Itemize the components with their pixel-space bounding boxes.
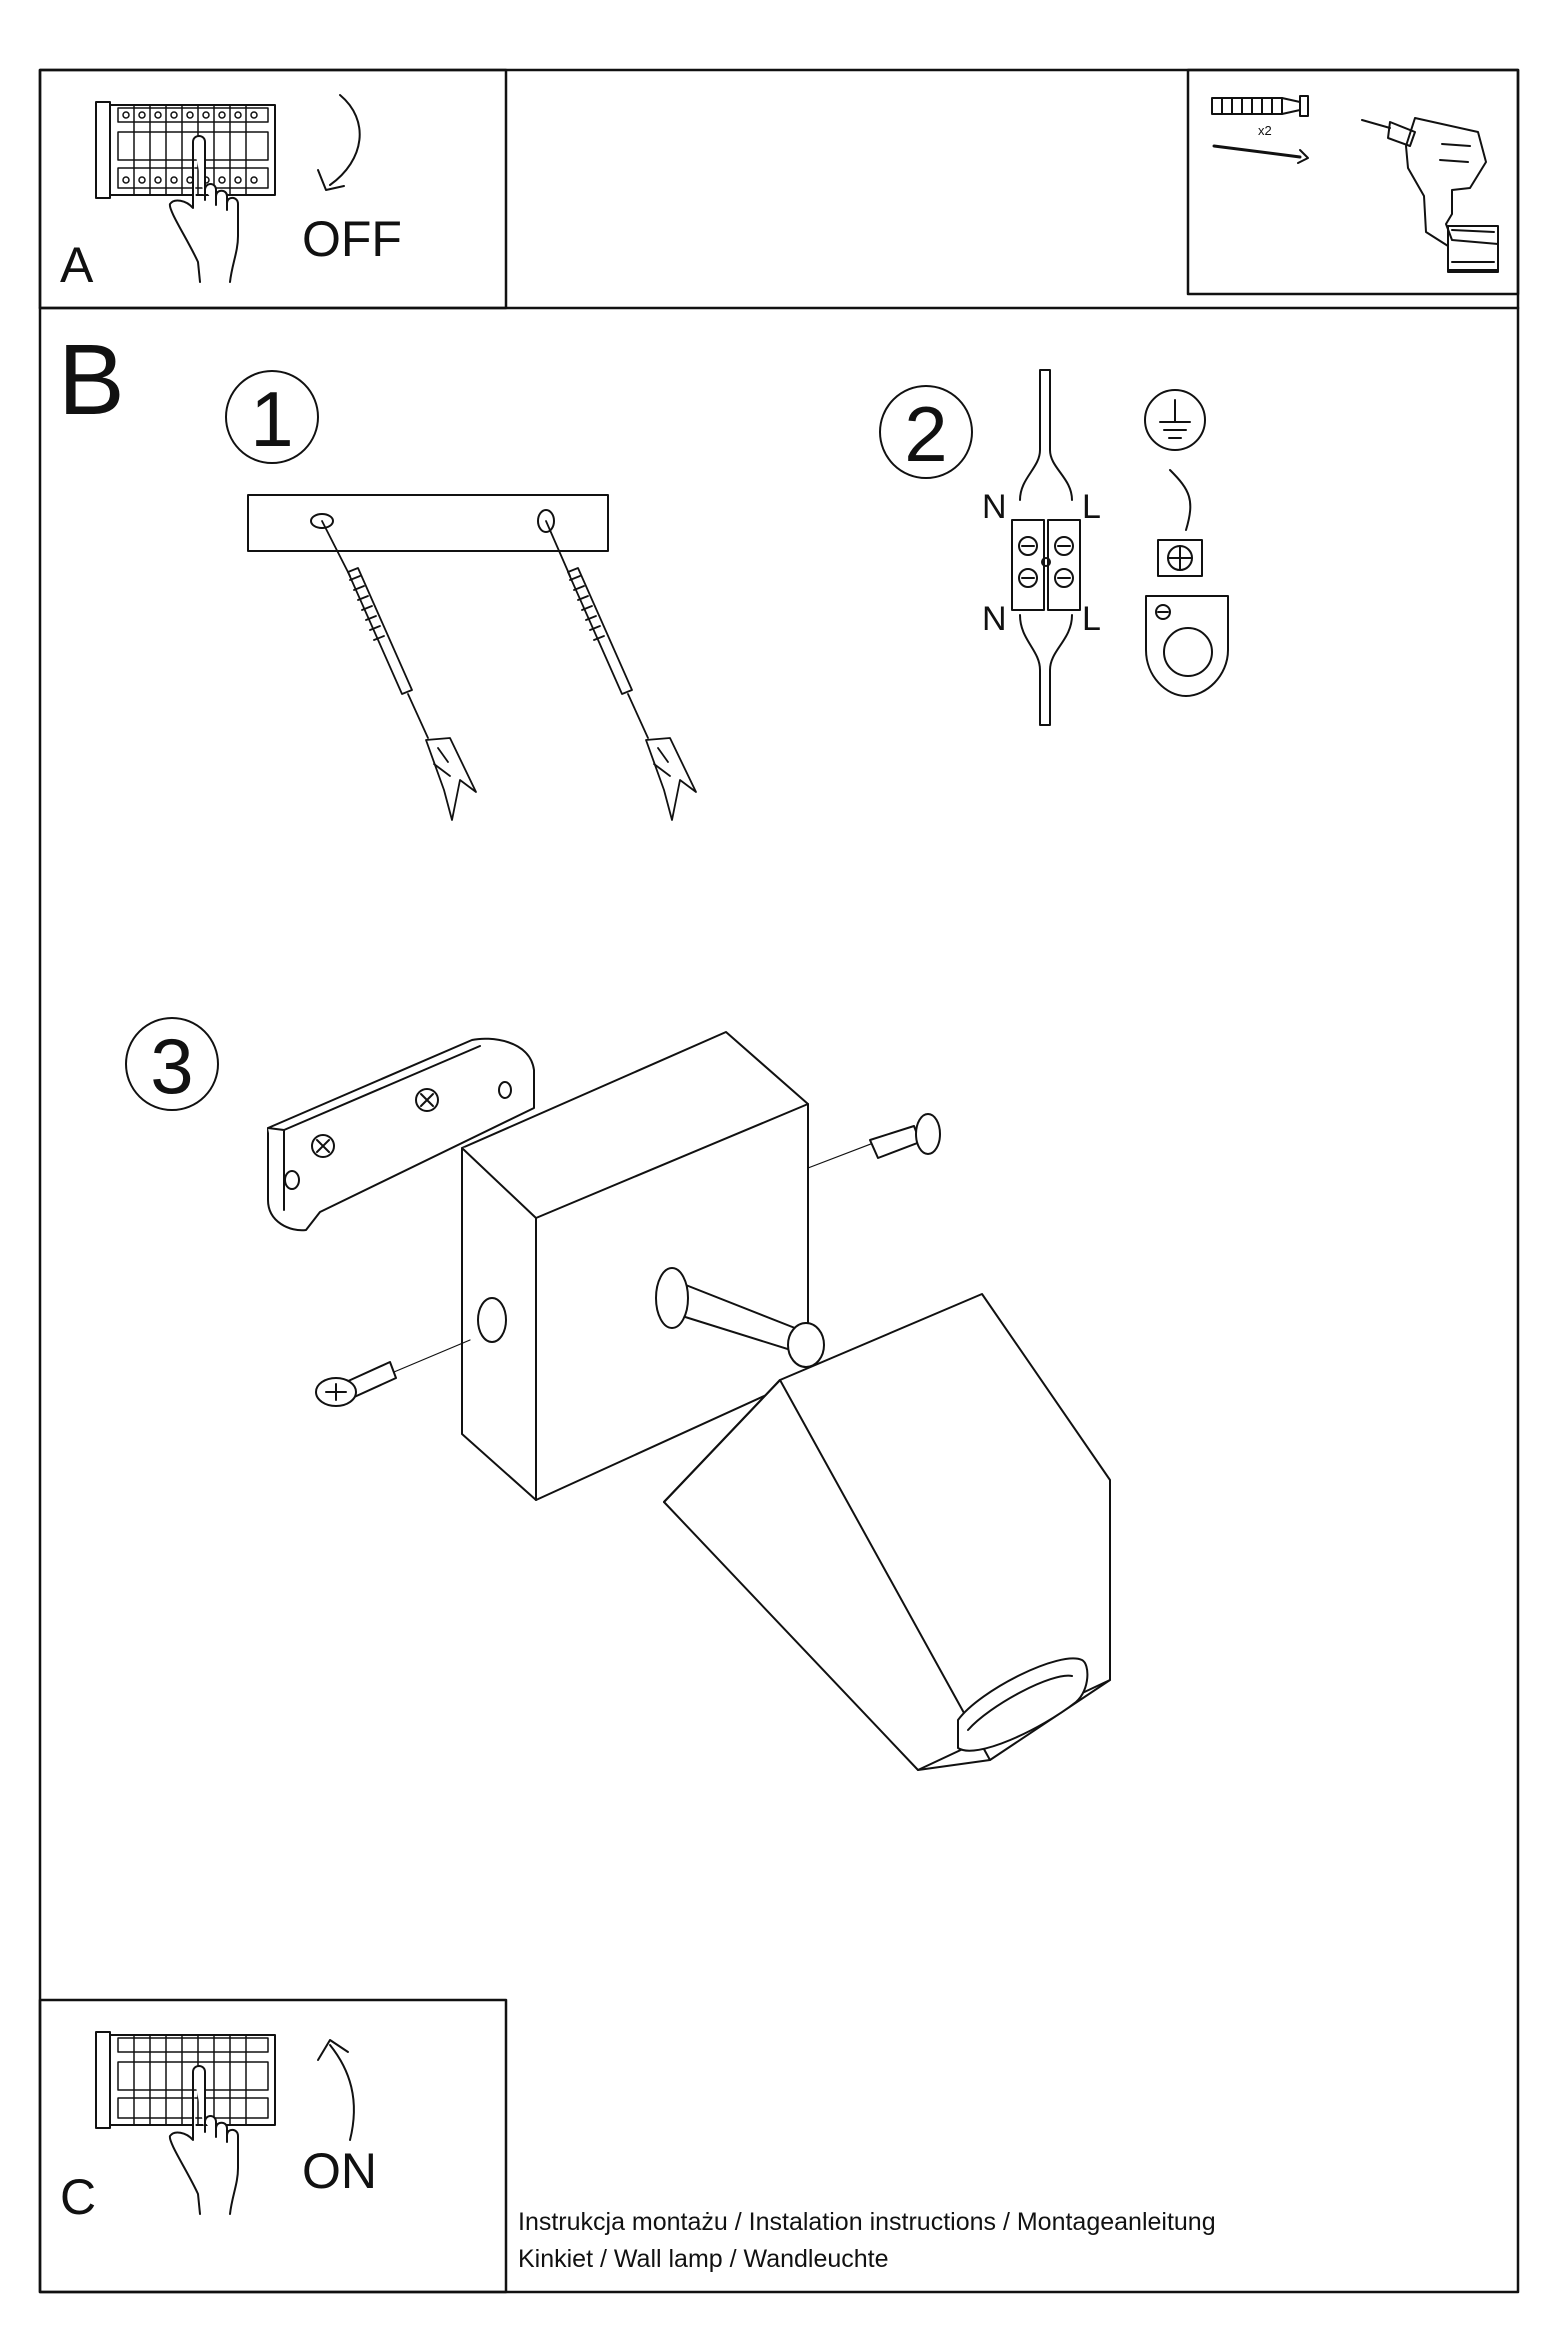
wire-label-n-top: N xyxy=(982,488,1007,526)
wire-label-n-bottom: N xyxy=(982,600,1007,638)
terminal-block-icon xyxy=(1011,369,1081,726)
wire-label-l-top: L xyxy=(1082,488,1101,526)
wall-plug-icon xyxy=(1211,95,1309,117)
panel-a-letter: A xyxy=(60,237,94,293)
mounting-bar-icon xyxy=(247,494,609,552)
step-3-number: 3 xyxy=(150,1022,194,1110)
footer-instructions-title: Instrukcja montażu / Instalation instruc… xyxy=(518,2208,1216,2236)
panel-c-letter: C xyxy=(60,2169,97,2225)
lamp-assembly-icon xyxy=(267,1031,1111,1771)
plug-quantity: x2 xyxy=(1258,123,1272,138)
drill-icon xyxy=(1361,117,1499,273)
outer-frame xyxy=(38,68,1520,2294)
hand-pointing-icon-c xyxy=(168,2065,239,2215)
step-1-number: 1 xyxy=(250,375,294,463)
breaker-panel-off-icon xyxy=(95,101,276,199)
panel-c-box xyxy=(38,1998,508,2294)
breaker-panel-on-icon xyxy=(95,2031,276,2129)
earth-terminal-icon xyxy=(1144,389,1229,697)
hand-pointing-icon xyxy=(168,135,239,283)
step-2-circle xyxy=(879,385,973,479)
on-label: ON xyxy=(302,2143,377,2199)
tools-box xyxy=(1186,68,1520,296)
footer-product-type: Kinkiet / Wall lamp / Wandleuchte xyxy=(518,2245,889,2273)
step-1-circle xyxy=(225,370,319,464)
panel-a-box xyxy=(38,68,508,310)
off-label: OFF xyxy=(302,211,402,267)
step-2-number: 2 xyxy=(904,390,948,478)
wall-plugs-with-screws-icon xyxy=(321,520,697,821)
arrow-up-icon xyxy=(317,2039,355,2141)
step-3-circle xyxy=(125,1017,219,1111)
panel-b-letter: B xyxy=(58,324,125,436)
arrow-down-icon xyxy=(317,94,361,191)
screw-icon xyxy=(1212,144,1309,164)
wire-label-l-bottom: L xyxy=(1082,600,1101,638)
